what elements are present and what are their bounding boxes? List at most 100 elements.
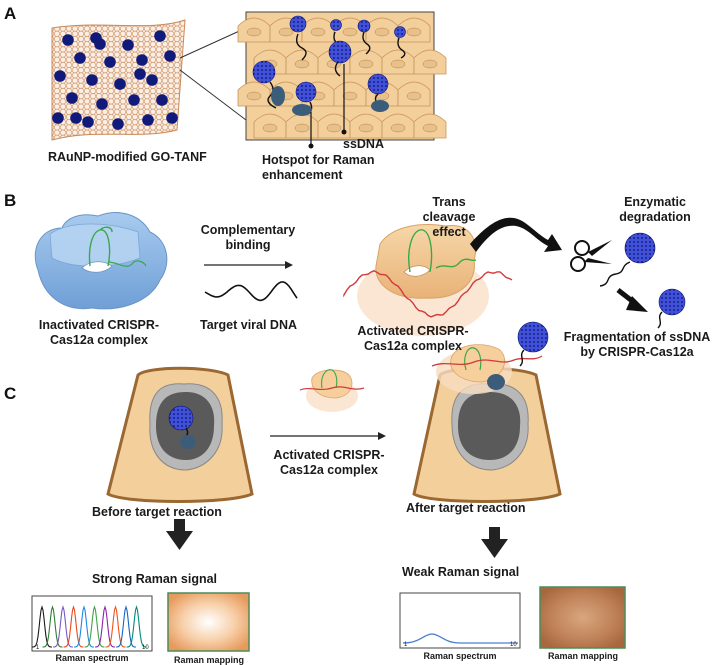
spectrum-peak: [95, 605, 115, 648]
spectrum-peak: [63, 605, 84, 648]
mapping-label-left: Raman mapping: [173, 655, 244, 665]
cell-nucleus: [422, 123, 438, 133]
gold-nanoparticle: [146, 74, 158, 86]
cell-nucleus: [358, 59, 374, 69]
gold-nanoparticle: [54, 70, 66, 82]
weak-signal-label: Weak Raman signal: [402, 565, 520, 579]
spectrum-peak: [42, 605, 63, 648]
cell-nucleus: [310, 27, 326, 37]
cell-nucleus: [326, 123, 342, 133]
gold-nanoparticle: [164, 50, 176, 62]
gold-nanoparticle: [74, 52, 86, 64]
cell-nucleus: [246, 27, 262, 37]
inactivated-crispr-complex: [34, 212, 168, 310]
activated-complex-label-c: Activated CRISPR-Cas12a complex: [273, 448, 385, 477]
cell-nucleus: [406, 91, 422, 101]
cell-nucleus: [390, 123, 406, 133]
spectrum-peak: [84, 605, 105, 648]
scissors-icon: [570, 240, 612, 272]
panel-letter-c: C: [4, 384, 17, 403]
cell-nucleus: [294, 123, 310, 133]
trans-cleavage-arrow: [470, 217, 562, 252]
panel-c: [31, 321, 626, 652]
degraded-ssdna-probes: [599, 232, 686, 329]
gold-nanoparticle: [114, 78, 126, 90]
gold-nanoparticle: [142, 114, 154, 126]
before-reaction-label: Before target reaction: [92, 505, 222, 519]
strong-signal-label: Strong Raman signal: [92, 572, 218, 586]
gold-nanoparticle: [86, 74, 98, 86]
panel-letter-b: B: [4, 191, 17, 210]
gold-nanoparticle: [96, 98, 108, 110]
cell-nucleus: [342, 91, 358, 101]
ssdna-label: ssDNA: [343, 137, 384, 151]
axis-max-left: 10: [142, 645, 149, 651]
gold-nanoparticle: [52, 112, 64, 124]
gold-nanoparticle: [94, 38, 106, 50]
complementary-binding-label: Complementary binding: [200, 223, 296, 252]
spectrum-peak: [32, 605, 52, 648]
zoom-line-top: [179, 27, 247, 59]
gold-nanoparticle: [128, 94, 140, 106]
spectrum-label-left: Raman spectrum: [55, 653, 129, 663]
ssdna-probes: [252, 15, 406, 116]
cell-nucleus: [390, 59, 406, 69]
inactivated-complex-label: Inactivated CRISPR-Cas12a complex: [38, 318, 160, 347]
spectrum-peak: [53, 605, 73, 648]
gold-nanoparticle: [62, 34, 74, 46]
gold-nanoparticle: [166, 112, 178, 124]
after-reaction-label: After target reaction: [406, 501, 526, 515]
enzymatic-degradation-label: Enzymatic degradation: [619, 195, 691, 224]
activated-complex-label: Activated CRISPR-Cas12a complex: [357, 324, 469, 353]
gold-nanoparticle: [136, 54, 148, 66]
target-viral-dna-label: Target viral DNA: [200, 318, 298, 332]
spectrum-peak: [116, 605, 136, 648]
gold-nanoparticle: [82, 116, 94, 128]
cell-nucleus: [262, 123, 278, 133]
down-arrow-left: [166, 519, 193, 550]
zoom-line-bottom: [179, 69, 247, 121]
gold-nanoparticle: [122, 39, 134, 51]
cell-nucleus: [278, 27, 294, 37]
cell-before-reaction: [106, 366, 254, 503]
magnified-cell-layer: [237, 11, 447, 141]
hotspot-label: Hotspot for Raman enhancement: [262, 153, 375, 182]
gold-nanoparticle: [66, 92, 78, 104]
cell-nucleus: [406, 27, 422, 37]
gold-nanoparticle: [104, 56, 116, 68]
spectrum-peak: [105, 605, 126, 648]
gold-nanoparticle: [156, 94, 168, 106]
cell-after-reaction: [412, 321, 562, 503]
panel-letter-a: A: [4, 4, 17, 23]
axis-max-right: 10: [510, 642, 517, 648]
spectrum-peak: [74, 605, 94, 648]
spectrum-peak: [126, 605, 147, 648]
spectrum-label-right: Raman spectrum: [423, 651, 497, 661]
panel-b: [34, 212, 686, 336]
target-dna-wave: [204, 281, 298, 302]
raman-mapping-weak: [539, 586, 626, 649]
cell-nucleus: [374, 27, 390, 37]
activated-crispr-complex: [343, 224, 513, 336]
axis-min-right: 1: [404, 642, 408, 648]
axis-min-left: 1: [36, 645, 40, 651]
gold-nanoparticles: [52, 30, 178, 130]
cell-nucleus: [342, 27, 358, 37]
fragmentation-label: Fragmentation of ssDNA by CRISPR-Cas12a: [563, 330, 711, 359]
cell-nucleus: [358, 123, 374, 133]
cell-nucleus: [246, 91, 262, 101]
gold-nanoparticle: [154, 30, 166, 42]
film-label: RAuNP-modified GO-TANF: [48, 150, 207, 164]
raman-mapping-strong: [167, 592, 250, 652]
gold-nanoparticle: [70, 112, 82, 124]
gold-nanoparticle: [112, 118, 124, 130]
trans-cleavage-label: Trans cleavage effect: [422, 195, 476, 239]
gold-nanoparticle: [134, 68, 146, 80]
cell-nucleus: [294, 59, 310, 69]
activated-complex-small: [299, 369, 365, 412]
down-arrow-right: [481, 527, 508, 558]
panel-a: [51, 11, 447, 149]
cell-nucleus: [422, 59, 438, 69]
raman-spectrum-strong: [31, 595, 153, 652]
